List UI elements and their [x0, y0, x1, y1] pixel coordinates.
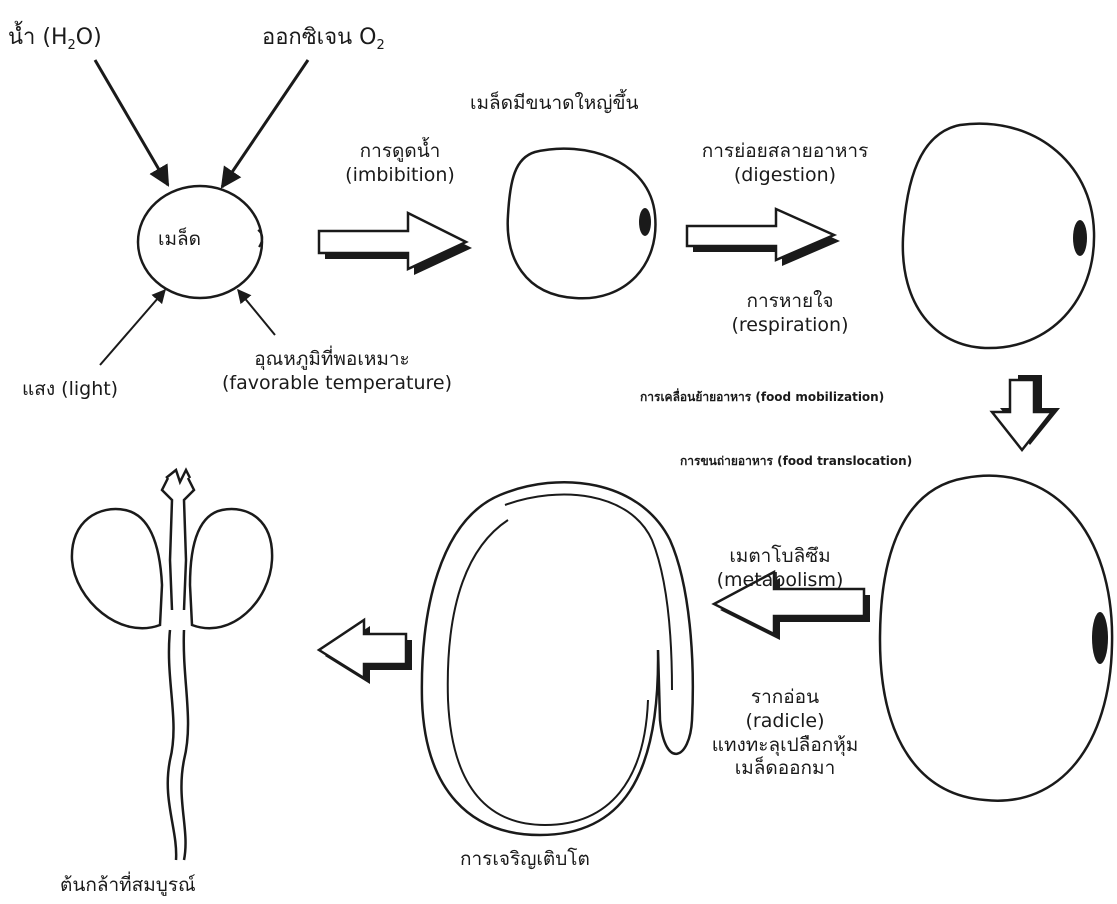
respiration-label-th: การหายใจ	[710, 290, 870, 314]
seedling-label: ต้นกล้าที่สมบูรณ์	[60, 874, 196, 898]
light-label: แสง (light)	[22, 378, 118, 402]
germinating-seed-drawing	[880, 476, 1112, 801]
water-arrow	[95, 60, 168, 185]
metabolism-label-th: เมตาโบลิซึม	[705, 545, 855, 569]
enlarged-seed-drawing	[508, 149, 656, 299]
down-block-arrow	[992, 375, 1060, 450]
temperature-label-th: อุณหภูมิที่พอเหมาะ	[222, 348, 442, 372]
digestion-block-arrow	[687, 209, 840, 266]
temperature-label: อุณหภูมิที่พอเหมาะ (favorable temperatur…	[222, 348, 442, 396]
temperature-arrow	[238, 290, 275, 335]
imbibition-block-arrow	[319, 213, 472, 275]
metabolism-label-en: (metabolism)	[705, 569, 855, 593]
swollen-seed-drawing	[903, 124, 1094, 348]
radicle-label-en: (radicle)	[700, 710, 870, 734]
oxygen-label: ออกซิเจน O2	[262, 24, 385, 52]
imbibition-label: การดูดน้ำ (imbibition)	[320, 140, 480, 188]
oxygen-arrow	[222, 60, 308, 187]
respiration-label-en: (respiration)	[710, 314, 870, 338]
radicle-label: รากอ่อน (radicle) แทงทะลุเปลือกหุ้ม เมล็…	[700, 686, 870, 781]
temperature-label-en: (favorable temperature)	[222, 372, 442, 396]
seed-label: เมล็ด	[158, 228, 201, 252]
metabolism-label: เมตาโบลิซึม (metabolism)	[705, 545, 855, 593]
radicle-label-th3: เมล็ดออกมา	[700, 757, 870, 781]
digestion-label-th: การย่อยสลายอาหาร	[680, 140, 890, 164]
respiration-label: การหายใจ (respiration)	[710, 290, 870, 338]
growth-block-arrow	[319, 620, 412, 684]
digestion-label: การย่อยสลายอาหาร (digestion)	[680, 140, 890, 188]
imbibition-label-en: (imbibition)	[320, 164, 480, 188]
enlarged-caption: เมล็ดมีขนาดใหญ่ขึ้น	[470, 92, 638, 116]
growth-label: การเจริญเติบโต	[460, 848, 590, 872]
radicle-label-th: รากอ่อน	[700, 686, 870, 710]
water-label: น้ำ (H2O)	[8, 24, 102, 52]
radicle-label-th2: แทงทะลุเปลือกหุ้ม	[700, 734, 870, 758]
imbibition-label-th: การดูดน้ำ	[320, 140, 480, 164]
seedling-drawing	[72, 470, 272, 860]
mobilization-label: การเคลื่อนย้ายอาหาร (food mobilization)	[640, 390, 884, 405]
growing-seed-drawing	[422, 482, 693, 835]
light-arrow	[100, 290, 165, 365]
translocation-label: การขนถ่ายอาหาร (food translocation)	[680, 454, 912, 469]
digestion-label-en: (digestion)	[680, 164, 890, 188]
